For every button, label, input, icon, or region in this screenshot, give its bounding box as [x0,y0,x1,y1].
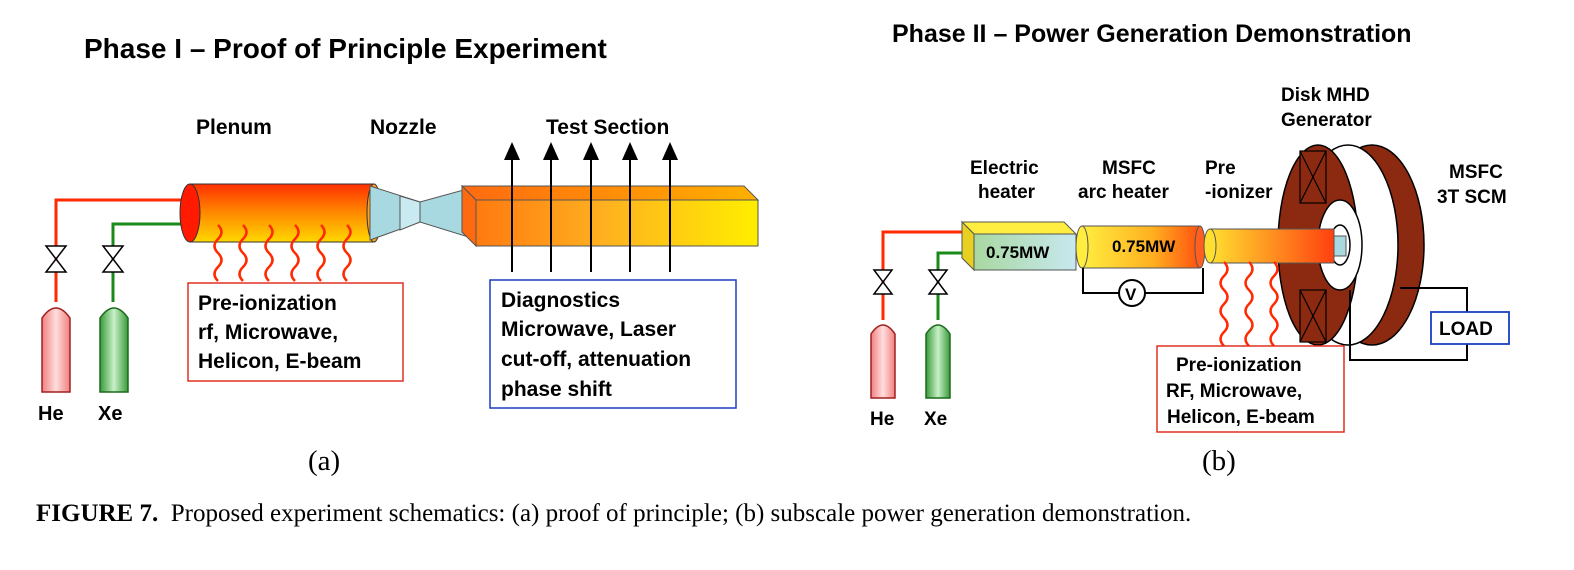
he-feed-line-b [881,230,962,320]
panel-b-title: Phase II – Power Generation Demonstratio… [892,20,1412,48]
xe-label-b: Xe [924,409,947,430]
arc-heater-label-2: arc heater [1078,182,1169,203]
diagnostics-line4: phase shift [501,378,612,401]
wave-icon [342,224,352,282]
heater-power: 0.75MW [986,243,1050,262]
diagnostics-box [489,279,737,409]
scm-label-2: 3T SCM [1437,187,1507,208]
preionization-waves-b [1219,261,1279,347]
preionization-b-line3: Helicon, E-beam [1167,407,1315,428]
xe-bottle-icon-b [925,324,951,399]
xe-feed-line [111,222,184,302]
wave-icon [1244,261,1254,347]
preionization-b-line2: RF, Microwave, [1166,381,1302,402]
wave-icon [213,224,223,282]
electric-heater-label-1: Electric [970,158,1039,179]
diagnostics-line3: cut-off, attenuation [501,348,691,371]
xe-valve-icon-b [927,269,949,295]
wave-icon [264,224,274,282]
preionization-a-line3: Helicon, E-beam [198,350,361,373]
xe-valve-icon [101,245,125,273]
arc-heater-label-1: MSFC [1102,158,1156,179]
panel-b-sublabel: (b) [1202,445,1236,477]
disk-mhd-label-2: Generator [1281,110,1372,131]
arc-heater-cylinder [1081,225,1201,269]
wave-icon [316,224,326,282]
he-label-b: He [870,409,894,430]
caption-text: Proposed experiment schematics: (a) proo… [170,500,1192,527]
caption-label: FIGURE 7. [36,500,159,527]
disk-lower-cross-icon [1299,289,1327,343]
load-wire [1349,287,1468,361]
xe-feed-line-b [936,251,962,320]
preionization-a-line2: rf, Microwave, [198,321,338,344]
disk-upper-cross-icon [1299,150,1327,204]
arc-power: 0.75MW [1112,237,1176,256]
voltmeter-label: V [1125,285,1137,304]
pre-ionizer-label-1: Pre [1205,158,1236,179]
test-section-label: Test Section [546,116,669,139]
test-section-top [460,185,760,201]
preionization-box-b [1156,345,1345,433]
he-bottle-icon [41,307,71,393]
plenum-label: Plenum [196,116,272,139]
wave-icon [238,224,248,282]
xe-label: Xe [98,403,122,425]
voltmeter-icon [1118,279,1146,307]
he-valve-icon-b [872,269,894,295]
nozzle-label: Nozzle [370,116,437,139]
diagnostics-line1: Diagnostics [501,289,620,312]
load-box [1430,311,1510,345]
he-valve-icon [44,245,68,273]
preionization-box-a [187,282,404,382]
diagnostics-line2: Microwave, Laser [501,318,676,341]
load-label: LOAD [1439,319,1493,340]
preionization-b-line1: Pre-ionization [1176,355,1302,376]
plenum-end-cap [179,183,201,243]
scm-label-1: MSFC [1449,162,1503,183]
he-label: He [38,403,64,425]
disk-mhd-label-1: Disk MHD [1281,85,1370,106]
wave-icon [1269,261,1279,347]
preionization-a-line1: Pre-ionization [198,292,337,315]
xe-bottle-icon [99,307,129,393]
heater-top [960,221,1078,235]
plenum-cylinder [189,183,375,243]
preionization-waves-a [213,224,352,282]
pre-ionizer-cylinder [1209,228,1335,264]
channel-inlet [1333,235,1347,257]
electric-heater-label-2: heater [978,182,1036,203]
pre-ionizer-left-cap [1203,228,1217,264]
heater-front [973,233,1077,271]
arc-heater-left-cap [1075,225,1089,269]
test-section-side [461,184,477,248]
panel-a-sublabel: (a) [308,445,340,477]
panel-a-title: Phase I – Proof of Principle Experiment [84,33,607,64]
test-section-front [475,199,759,247]
wave-icon [1219,261,1229,347]
nozzle-throat [399,195,421,231]
arc-heater-right-cap [1194,225,1206,269]
wave-icon [290,224,300,282]
diagnostic-arrows [504,142,678,272]
pre-ionizer-label-2: -ionizer [1205,182,1273,203]
he-bottle-icon-b [870,324,896,399]
figure-caption: FIGURE 7. Proposed experiment schematics… [36,500,1556,528]
